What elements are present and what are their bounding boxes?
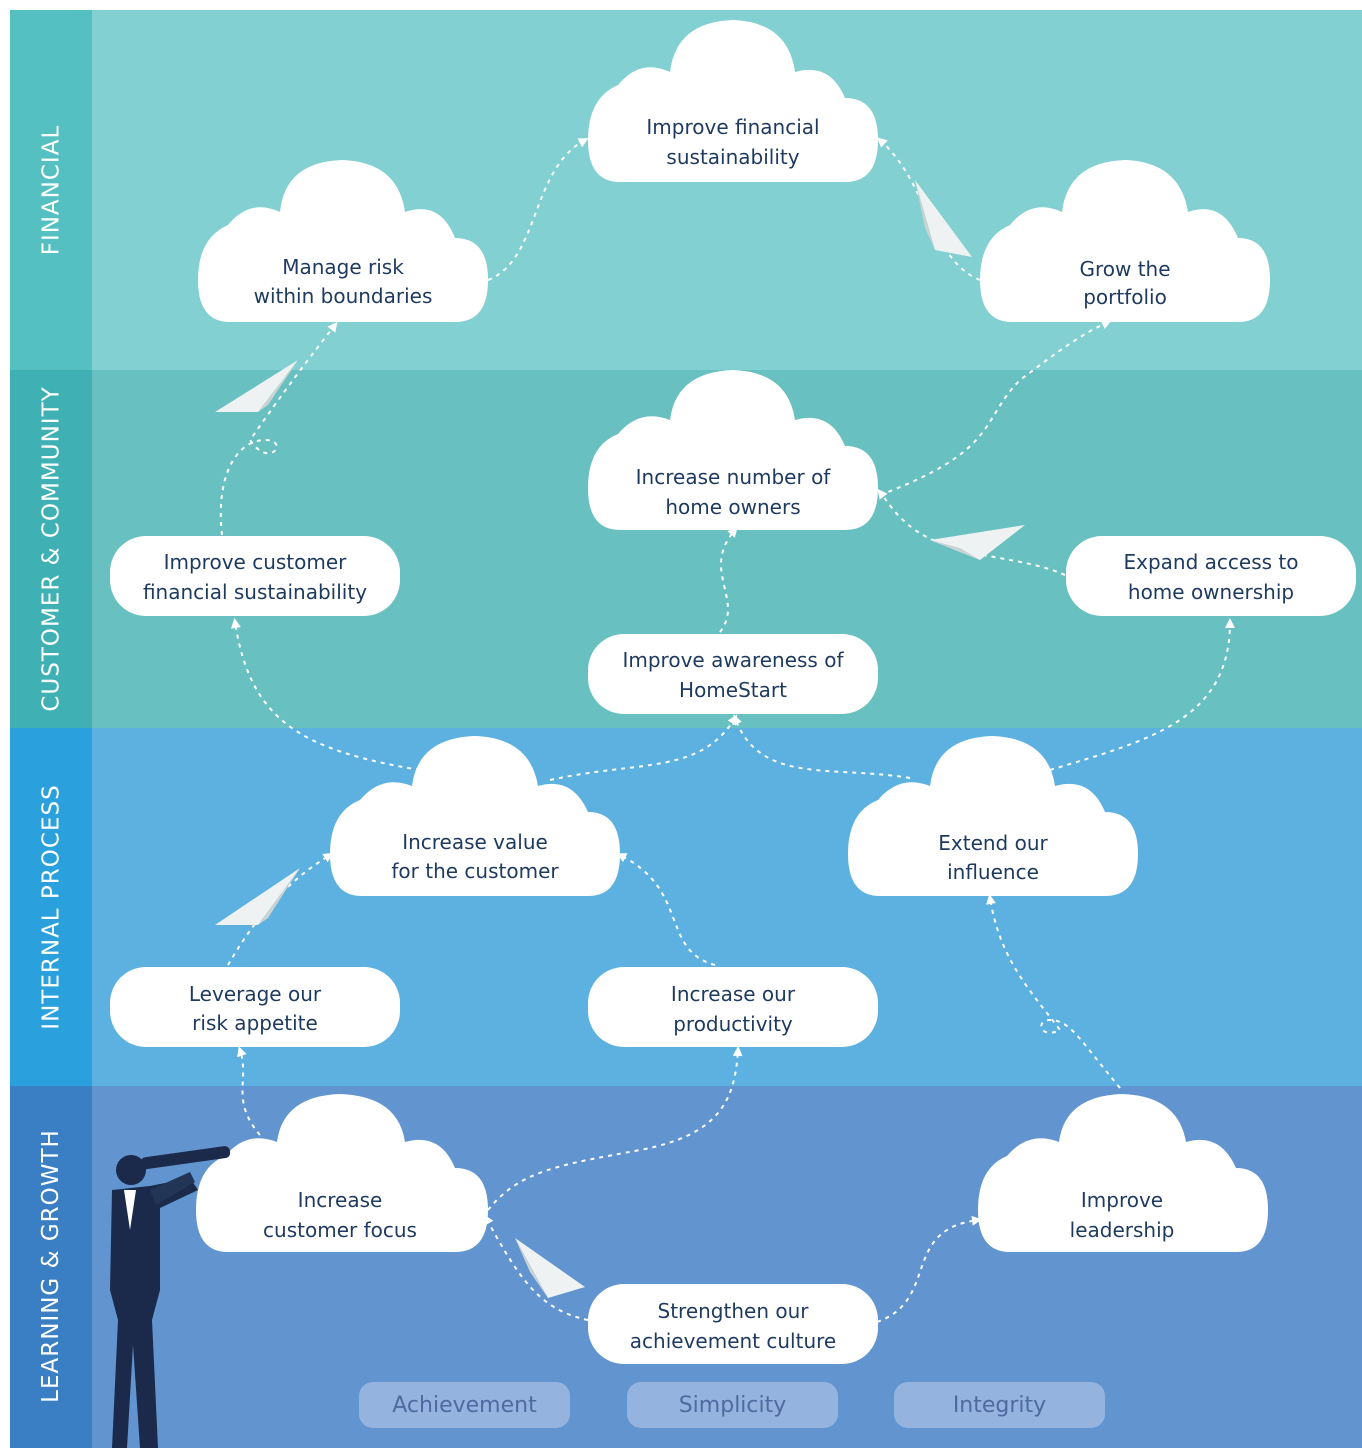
- value-achievement: Achievement: [359, 1382, 570, 1428]
- arrow-value-to-awareness: [549, 714, 738, 781]
- node-strengthen-culture: Strengthen our achievement culture: [588, 1284, 878, 1364]
- value-integrity: Integrity: [894, 1382, 1105, 1428]
- arrow-culture-to-leadership: [876, 1215, 982, 1323]
- svg-text:leadership: leadership: [1070, 1218, 1175, 1242]
- svg-text:Expand access to: Expand access to: [1124, 550, 1299, 574]
- node-increase-productivity: Increase our productivity: [588, 967, 878, 1047]
- band-label-strip-financial: [10, 10, 92, 370]
- arrow-customer-focus-to-leverage: [237, 1046, 261, 1136]
- arrow-awareness-to-home-owners: [719, 526, 738, 633]
- svg-text:risk appetite: risk appetite: [192, 1011, 318, 1035]
- svg-text:achievement culture: achievement culture: [630, 1329, 836, 1353]
- cloud-improve-financial-sustainability: Improve financial sustainability: [588, 20, 878, 182]
- arrow-culture-to-customer-focus: [484, 1214, 589, 1321]
- cloud-increase-customer-focus: Increase customer focus: [196, 1094, 488, 1252]
- node-leverage-risk: Leverage our risk appetite: [110, 967, 400, 1047]
- arrow-expand-to-home-owners: [877, 488, 1066, 576]
- arrow-value-to-customer-fin: [230, 618, 421, 771]
- svg-text:Improve: Improve: [1081, 1188, 1163, 1212]
- node-improve-awareness: Improve awareness of HomeStart: [588, 634, 878, 714]
- svg-text:for the customer: for the customer: [391, 859, 559, 883]
- band-label-strip-learning: [10, 1086, 92, 1448]
- connector-arrows: [219, 137, 1235, 1323]
- arrow-customer-fin-to-manage-risk: [219, 321, 338, 536]
- svg-text:HomeStart: HomeStart: [679, 678, 787, 702]
- svg-text:Improve awareness of: Improve awareness of: [622, 648, 844, 672]
- svg-text:Improve customer: Improve customer: [164, 550, 348, 574]
- arrow-influence-to-awareness: [732, 714, 911, 779]
- svg-text:Increase value: Increase value: [402, 830, 548, 854]
- svg-text:within boundaries: within boundaries: [254, 284, 433, 308]
- cloud-manage-risk: Manage risk within boundaries: [198, 160, 488, 322]
- svg-text:financial sustainability: financial sustainability: [143, 580, 367, 604]
- node-label: Improve financial: [646, 115, 819, 139]
- svg-text:influence: influence: [947, 860, 1039, 884]
- cloud-grow-portfolio: Grow the portfolio: [980, 160, 1270, 322]
- paper-plane-5: [515, 1238, 585, 1298]
- svg-text:Strengthen our: Strengthen our: [658, 1299, 810, 1323]
- arrow-customer-focus-to-productivity: [487, 1046, 743, 1211]
- cloud-improve-leadership: Improve leadership: [978, 1094, 1268, 1252]
- arrow-influence-to-expand: [1049, 618, 1235, 771]
- paper-plane-2: [215, 360, 298, 412]
- svg-text:Leverage our: Leverage our: [189, 982, 322, 1006]
- cloud-increase-value: Increase value for the customer: [330, 736, 620, 896]
- band-label-strip-internal: [10, 728, 92, 1086]
- svg-text:portfolio: portfolio: [1083, 285, 1167, 309]
- node-label: sustainability: [666, 145, 799, 169]
- svg-text:productivity: productivity: [673, 1012, 793, 1036]
- arrow-manage-risk-to-financial: [487, 138, 589, 281]
- svg-text:home owners: home owners: [665, 495, 800, 519]
- paper-plane-3: [930, 525, 1025, 560]
- svg-text:Increase our: Increase our: [671, 982, 796, 1006]
- businessman-telescope-figure: [110, 1146, 231, 1448]
- paper-plane-1: [915, 180, 972, 257]
- cloud-increase-home-owners: Increase number of home owners: [588, 370, 878, 530]
- arrow-productivity-to-value: [616, 853, 716, 966]
- arrow-leadership-to-influence: [986, 894, 1121, 1089]
- node-expand-access: Expand access to home ownership: [1066, 536, 1356, 616]
- node-improve-customer-financial: Improve customer financial sustainabilit…: [110, 536, 400, 616]
- svg-text:Increase number of: Increase number of: [636, 465, 832, 489]
- cloud-extend-influence: Extend our influence: [848, 736, 1138, 896]
- value-simplicity: Simplicity: [627, 1382, 838, 1428]
- svg-text:home ownership: home ownership: [1128, 580, 1294, 604]
- svg-text:Increase: Increase: [298, 1188, 383, 1212]
- svg-text:Extend our: Extend our: [938, 831, 1048, 855]
- svg-text:Grow the: Grow the: [1079, 257, 1170, 281]
- paper-plane-4: [215, 868, 300, 925]
- svg-text:customer focus: customer focus: [263, 1218, 417, 1242]
- svg-text:Manage risk: Manage risk: [282, 255, 404, 279]
- arrow-home-owners-to-grow: [879, 319, 1112, 496]
- band-label-strip-customer: [10, 370, 92, 728]
- arrow-grow-to-financial: [877, 137, 981, 281]
